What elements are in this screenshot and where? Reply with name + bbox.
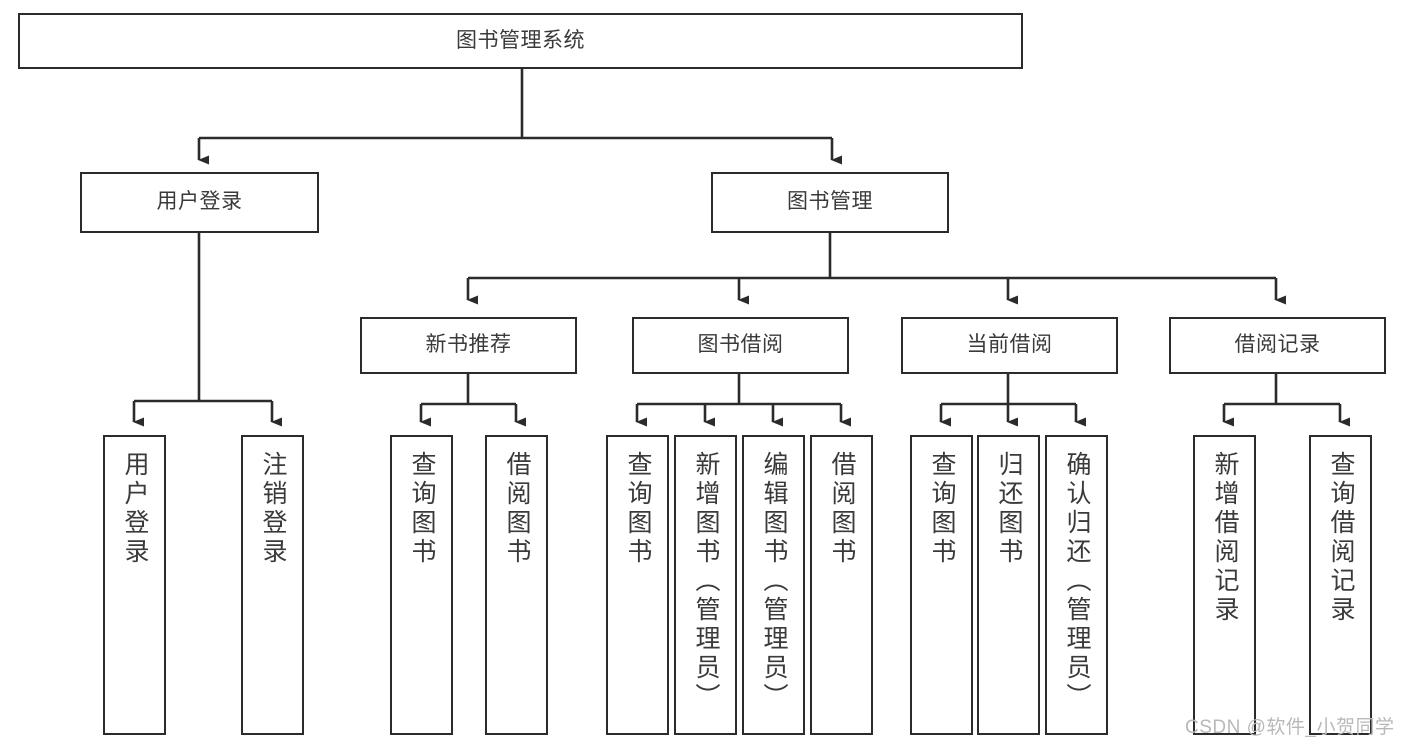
node-leaf-confirm-return-label: 确认归还（管理员）	[1063, 451, 1091, 712]
node-leaf-query-book-1[interactable]: 查询图书	[390, 435, 453, 735]
node-leaf-query-book-3-label: 查询图书	[928, 451, 956, 567]
node-current-borrow-label: 当前借阅	[966, 333, 1053, 357]
node-leaf-borrow-book-2-label: 借阅图书	[828, 451, 856, 567]
node-leaf-borrow-book-1-label: 借阅图书	[503, 451, 531, 567]
node-leaf-query-book-2-label: 查询图书	[624, 451, 652, 567]
node-leaf-logout-login[interactable]: 注销登录	[241, 435, 304, 735]
node-leaf-query-record-label: 查询借阅记录	[1327, 451, 1355, 625]
node-book-manage[interactable]: 图书管理	[711, 172, 949, 233]
node-leaf-add-record-label: 新增借阅记录	[1211, 451, 1239, 625]
node-leaf-add-book-label: 新增图书（管理员）	[692, 451, 720, 712]
node-leaf-borrow-book-1[interactable]: 借阅图书	[485, 435, 548, 735]
node-root-label: 图书管理系统	[456, 28, 585, 52]
node-leaf-user-login[interactable]: 用户登录	[103, 435, 166, 735]
node-user-login[interactable]: 用户登录	[80, 172, 319, 233]
node-leaf-user-login-label: 用户登录	[121, 451, 149, 567]
node-leaf-return-book[interactable]: 归还图书	[977, 435, 1040, 735]
node-leaf-query-book-3[interactable]: 查询图书	[910, 435, 973, 735]
node-book-borrow-label: 图书借阅	[697, 333, 784, 357]
node-leaf-add-book[interactable]: 新增图书（管理员）	[674, 435, 737, 735]
node-leaf-edit-book[interactable]: 编辑图书（管理员）	[742, 435, 805, 735]
node-leaf-confirm-return[interactable]: 确认归还（管理员）	[1045, 435, 1108, 735]
node-leaf-logout-login-label: 注销登录	[259, 451, 287, 567]
node-leaf-query-book-1-label: 查询图书	[408, 451, 436, 567]
node-leaf-add-record[interactable]: 新增借阅记录	[1193, 435, 1256, 735]
node-leaf-return-book-label: 归还图书	[995, 451, 1023, 567]
node-leaf-query-record[interactable]: 查询借阅记录	[1309, 435, 1372, 735]
node-new-book-recommend-label: 新书推荐	[425, 333, 512, 357]
node-borrow-record-label: 借阅记录	[1234, 333, 1321, 357]
node-leaf-edit-book-label: 编辑图书（管理员）	[760, 451, 788, 712]
node-book-borrow[interactable]: 图书借阅	[632, 317, 849, 374]
node-borrow-record[interactable]: 借阅记录	[1169, 317, 1386, 374]
node-current-borrow[interactable]: 当前借阅	[901, 317, 1118, 374]
node-root[interactable]: 图书管理系统	[18, 13, 1023, 69]
node-user-login-label: 用户登录	[156, 190, 243, 214]
node-book-manage-label: 图书管理	[787, 190, 873, 214]
node-new-book-recommend[interactable]: 新书推荐	[360, 317, 577, 374]
node-leaf-query-book-2[interactable]: 查询图书	[606, 435, 669, 735]
node-leaf-borrow-book-2[interactable]: 借阅图书	[810, 435, 873, 735]
